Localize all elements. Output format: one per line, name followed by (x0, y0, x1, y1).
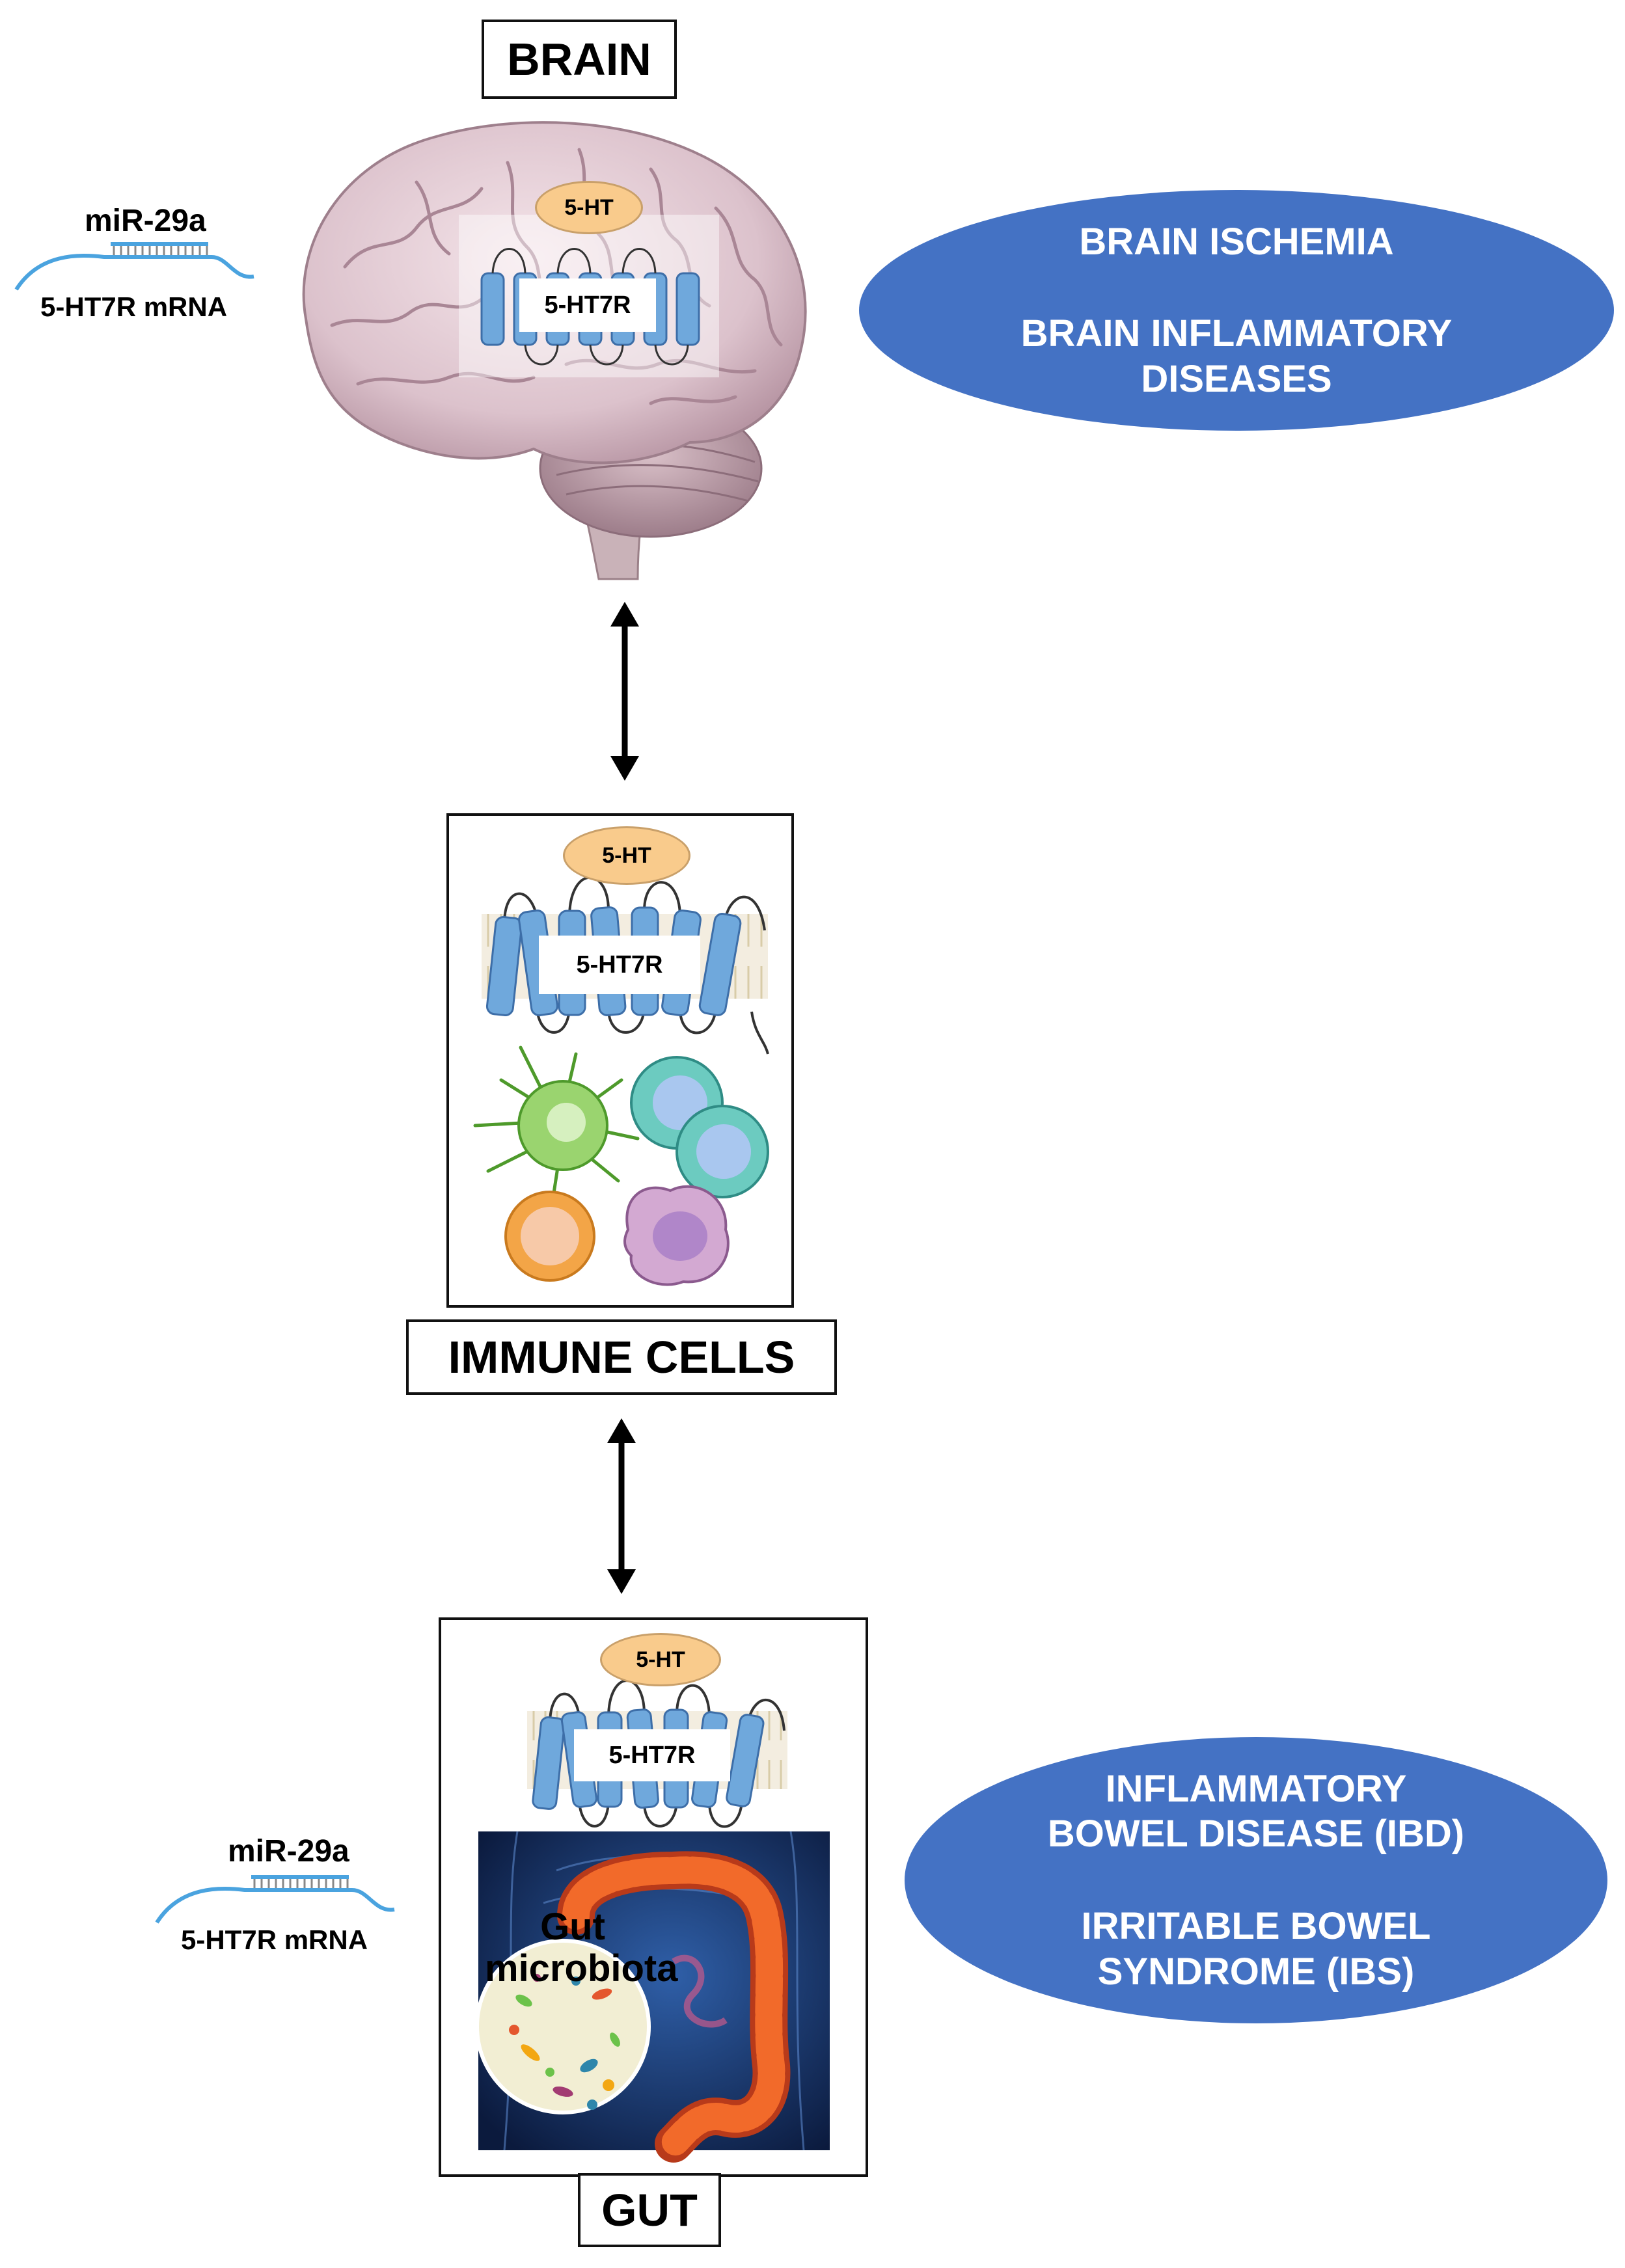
brain-mirna-label: miR-29a (85, 204, 206, 238)
brain-mrna-label: 5-HT7R mRNA (40, 291, 228, 322)
brain-disease-diseases: DISEASES (1141, 357, 1332, 400)
brain-disease-ellipse: BRAIN ISCHEMIA BRAIN INFLAMMATORY DISEAS… (859, 190, 1614, 431)
immune-title-text: IMMUNE CELLS (448, 1332, 795, 1383)
gut-serotonin-oval: 5-HT (600, 1633, 721, 1686)
arrow-brain-immune (610, 602, 639, 781)
immune-panel (446, 813, 794, 1308)
gut-receptor-text: 5-HT7R (608, 1741, 696, 1769)
brain-mirna-duplex (14, 242, 254, 291)
brain-title: BRAIN (482, 20, 677, 99)
gut-title: GUT (578, 2173, 721, 2247)
arrow-immune-gut (607, 1418, 636, 1594)
brain-disease-inflammatory: BRAIN INFLAMMATORY (1020, 312, 1453, 355)
bacteria-dots (509, 1974, 620, 2110)
brain-receptor-text: 5-HT7R (544, 291, 631, 319)
gut-mrna-label: 5-HT7R mRNA (181, 1924, 368, 1955)
immune-receptor-label: 5-HT7R (539, 936, 700, 994)
brain-serotonin-label: 5-HT (564, 195, 614, 220)
gut-anatomy-image (475, 1831, 830, 2163)
immune-serotonin-label: 5-HT (602, 843, 651, 868)
brain-receptor-label: 5-HT7R (519, 278, 656, 332)
brain-title-text: BRAIN (507, 34, 651, 85)
immune-title: IMMUNE CELLS (406, 1319, 837, 1395)
gut-disease-irritable: IRRITABLE BOWEL (1081, 1905, 1431, 1947)
immune-serotonin-oval: 5-HT (563, 826, 690, 885)
gut-disease-ibd: BOWEL DISEASE (IBD) (1047, 1813, 1465, 1856)
gut-disease-ibs: SYNDROME (IBS) (1097, 1950, 1415, 1993)
immune-receptor-text: 5-HT7R (576, 951, 663, 979)
gut-disease-inflammatory: INFLAMMATORY (1105, 1767, 1407, 1810)
gut-microbiota-label: Gut microbiota (485, 1906, 678, 1990)
gut-disease-ellipse: INFLAMMATORY BOWEL DISEASE (IBD) IRRITAB… (905, 1737, 1607, 2023)
gut-serotonin-label: 5-HT (636, 1647, 685, 1672)
gut-title-text: GUT (601, 2185, 698, 2235)
brain-disease-ischemia: BRAIN ISCHEMIA (1079, 220, 1394, 263)
gut-receptor-label: 5-HT7R (574, 1729, 730, 1781)
gut-mirna-duplex (155, 1875, 395, 1924)
gut-mirna-label: miR-29a (228, 1834, 349, 1869)
immune-cells-illustration (473, 1046, 769, 1286)
gut-microbiota-text: Gut microbiota (485, 1906, 678, 1990)
brain-serotonin-oval: 5-HT (535, 181, 643, 234)
